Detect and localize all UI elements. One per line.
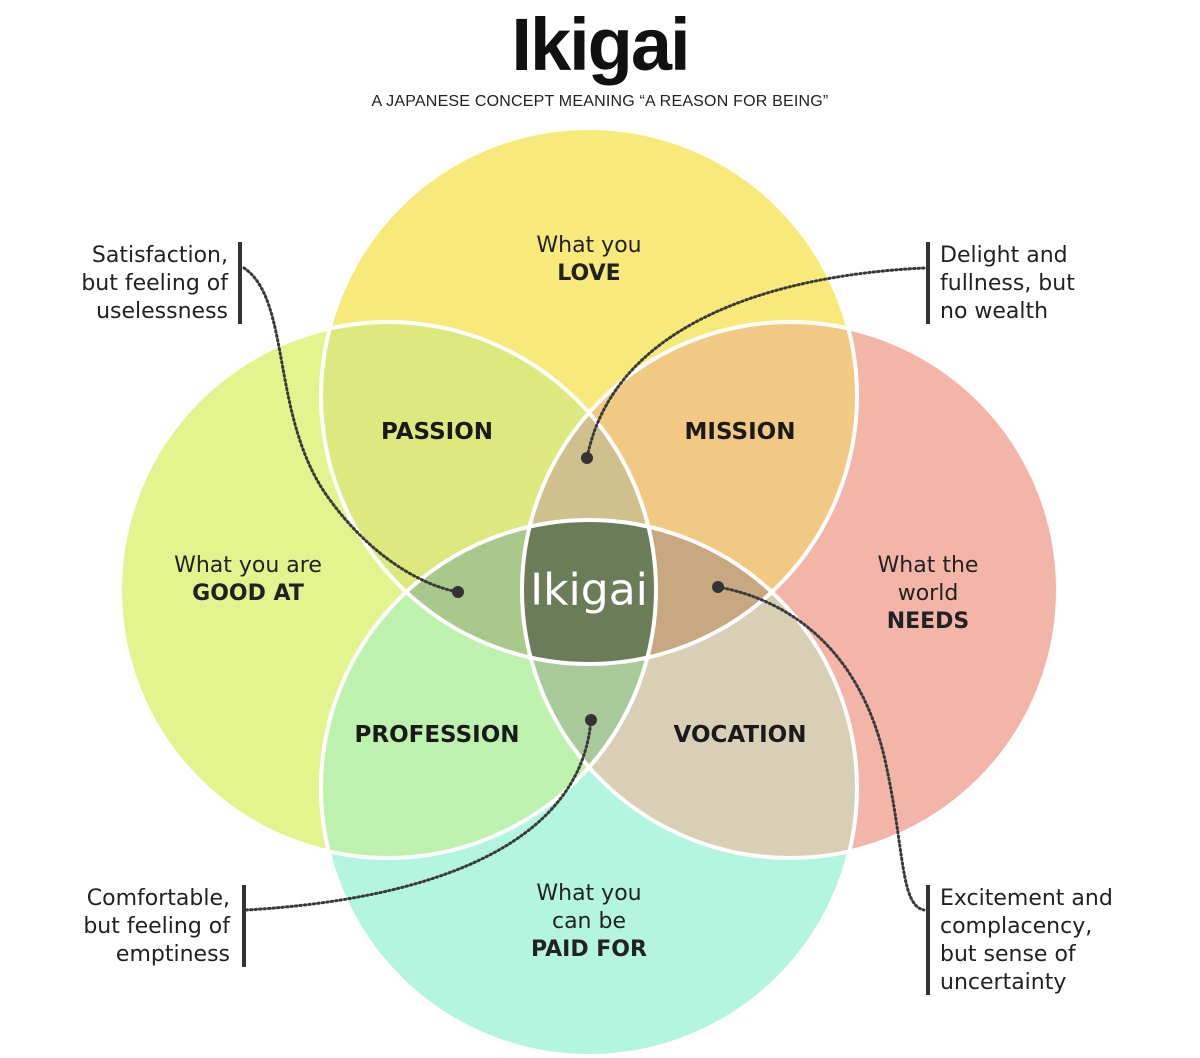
good-at-label-keyword: GOOD AT: [192, 581, 304, 606]
connector-lines: [242, 266, 926, 912]
note-top-left: Satisfaction, but feeling of uselessness: [81, 242, 228, 326]
connector-dots: [452, 452, 724, 726]
note-bottom-right-line: Excitement and: [940, 886, 1113, 911]
needs-label-keyword: NEEDS: [886, 609, 970, 634]
note-bottom-left: Comfortable, but feeling of emptiness: [83, 885, 230, 969]
page-subtitle: A JAPANESE CONCEPT MEANING “A REASON FOR…: [371, 93, 829, 110]
connector-top-right: [585, 266, 926, 460]
note-bottom-left-line: emptiness: [115, 942, 230, 967]
needs-label: What the world NEEDS: [828, 552, 1028, 636]
good-at-label-line1: What you are: [174, 553, 322, 578]
paid-for-label-line2: can be: [551, 909, 626, 934]
circle-outlines: [118, 126, 1060, 1058]
love-label-line1: What you: [536, 233, 642, 258]
note-top-right-line: Delight and: [940, 243, 1068, 268]
needs-label-line2: world: [897, 581, 959, 606]
dot-left-lens: [452, 586, 464, 598]
note-bottom-right-line: but sense of: [940, 942, 1076, 967]
good-at-label: What you are GOOD AT: [148, 552, 348, 608]
dot-top-lens: [581, 452, 593, 464]
note-bottom-right-line: uncertainty: [940, 970, 1067, 995]
passion-label: PASSION: [380, 419, 494, 445]
needs-label-line1: What the: [877, 553, 979, 578]
note-top-left-line: Satisfaction,: [91, 243, 228, 268]
mission-label: MISSION: [684, 419, 796, 445]
note-top-right: Delight and fullness, but no wealth: [940, 242, 1075, 326]
note-top-right-line: no wealth: [940, 299, 1049, 324]
note-bottom-left-line: but feeling of: [83, 914, 230, 939]
profession-label: PROFESSION: [354, 722, 520, 748]
note-top-left-bar: [238, 242, 242, 324]
note-bottom-right-bar: [926, 885, 930, 995]
paid-for-label-keyword: PAID FOR: [531, 937, 647, 962]
love-label: What you LOVE: [489, 232, 689, 288]
ikigai-center-label: Ikigai: [530, 564, 648, 616]
note-top-right-bar: [926, 242, 930, 324]
connector-top-left: [242, 266, 460, 594]
vocation-label: VOCATION: [673, 722, 807, 748]
dot-right-lens: [712, 581, 724, 593]
connector-bottom-left: [244, 718, 593, 912]
note-top-left-line: but feeling of: [81, 271, 228, 296]
paid-for-label-line1: What you: [536, 881, 642, 906]
note-top-left-line: uselessness: [96, 299, 228, 324]
note-bottom-left-bar: [242, 885, 246, 967]
note-bottom-right: Excitement and complacency, but sense of…: [940, 885, 1113, 997]
paid-for-label: What you can be PAID FOR: [489, 880, 689, 964]
note-bottom-right-line: complacency,: [940, 914, 1093, 939]
page-title: Ikigai: [511, 3, 690, 86]
note-bottom-left-line: Comfortable,: [86, 886, 230, 911]
love-label-keyword: LOVE: [557, 261, 621, 286]
dot-bottom-lens: [585, 714, 597, 726]
note-top-right-line: fullness, but: [940, 271, 1075, 296]
connector-bottom-right: [716, 585, 926, 912]
